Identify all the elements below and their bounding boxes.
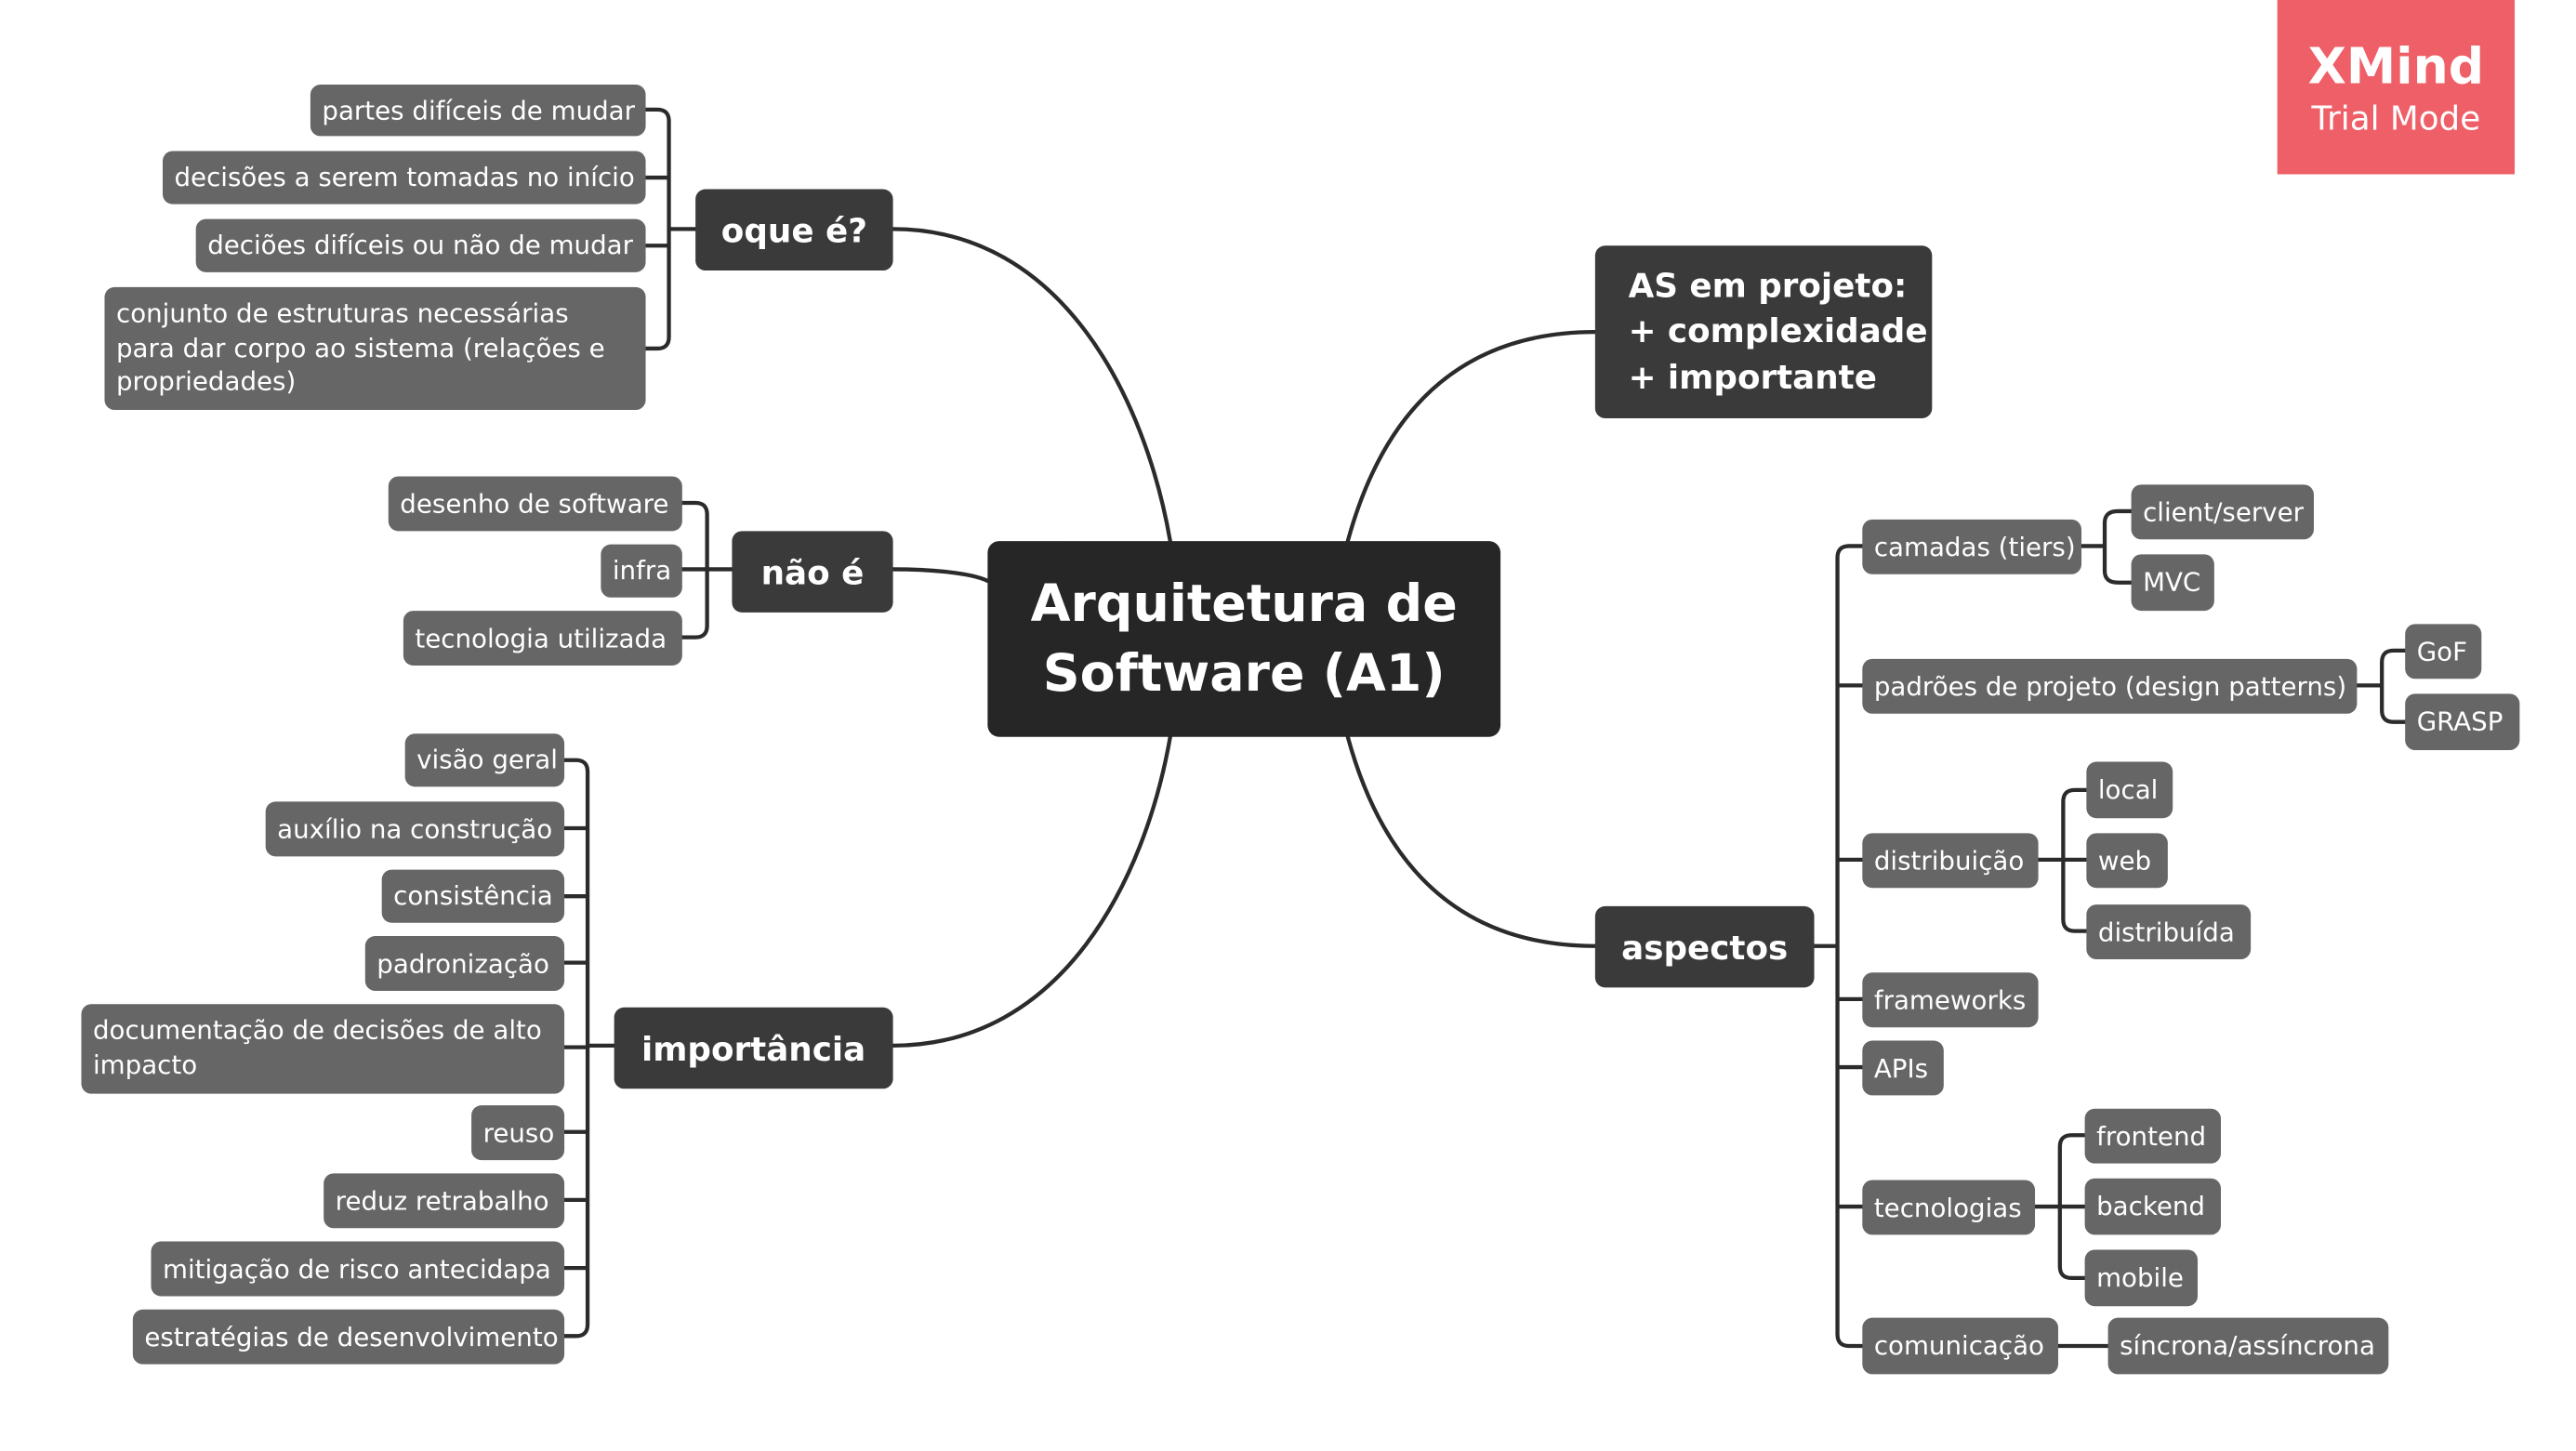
leaf-frameworks[interactable]: frameworks: [1862, 972, 2039, 1028]
connector-aspectos: [1345, 734, 1598, 948]
central-topic[interactable]: Arquitetura de Software (A1): [987, 541, 1501, 737]
leaf-reuso[interactable]: reuso: [471, 1105, 565, 1161]
leaf-camadas-tiers[interactable]: camadas (tiers): [1862, 519, 2082, 574]
leaf-documentacao-decisoes[interactable]: documentação de decisões de alto impacto: [81, 1004, 565, 1094]
leaf-gof[interactable]: GoF: [2405, 624, 2482, 679]
leaf-mobile[interactable]: mobile: [2084, 1249, 2199, 1307]
leaf-distribuida[interactable]: distribuída: [2086, 904, 2252, 960]
leaf-padroes-projeto[interactable]: padrões de projeto (design patterns): [1862, 658, 2358, 714]
topic-as-em-projeto[interactable]: AS em projeto: + complexidade + importan…: [1594, 245, 1933, 418]
leaf-reduz-retrabalho[interactable]: reduz retrabalho: [324, 1173, 565, 1229]
leaf-desenho-software[interactable]: desenho de software: [388, 476, 682, 532]
connector-oque-e: [891, 227, 1172, 544]
bracket-nao-e: [680, 500, 734, 640]
leaf-estrategias-desenvolvimento[interactable]: estratégias de desenvolvimento: [132, 1309, 565, 1365]
leaf-conjunto-estruturas[interactable]: conjunto de estruturas necessárias para …: [104, 286, 646, 411]
topic-nao-e[interactable]: não é: [732, 531, 893, 613]
bracket-tecnologias: [2032, 1133, 2087, 1280]
connector-nao-e: [891, 567, 990, 584]
topic-importancia[interactable]: importância: [614, 1007, 893, 1089]
leaf-decisoes-inicio[interactable]: decisões a serem tomadas no início: [162, 151, 646, 204]
leaf-visao-geral[interactable]: visão geral: [404, 733, 565, 787]
leaf-sincrona-assincrona[interactable]: síncrona/assíncrona: [2107, 1317, 2389, 1375]
as-projeto-line-2: + complexidade: [1628, 310, 1928, 351]
leaf-apis[interactable]: APIs: [1862, 1040, 1944, 1096]
leaf-grasp[interactable]: GRASP: [2405, 693, 2520, 751]
leaf-web[interactable]: web: [2086, 833, 2168, 889]
topic-aspectos[interactable]: aspectos: [1594, 905, 1815, 988]
bracket-camadas: [2079, 508, 2133, 585]
bracket-aspectos: [1812, 544, 1865, 1349]
leaf-local[interactable]: local: [2086, 761, 2173, 819]
leaf-mvc[interactable]: MVC: [2131, 554, 2214, 612]
leaf-padronizacao[interactable]: padronização: [364, 936, 565, 991]
leaf-frontend[interactable]: frontend: [2084, 1108, 2221, 1164]
as-projeto-line-1: AS em projeto:: [1628, 265, 1908, 306]
connector-importancia: [891, 734, 1172, 1049]
leaf-auxilio-construcao[interactable]: auxílio na construção: [265, 801, 565, 857]
watermark-brand: XMind: [2307, 38, 2485, 97]
leaf-mitigacao-risco[interactable]: mitigação de risco antecidapa: [151, 1241, 565, 1297]
topic-oque-e[interactable]: oque é?: [695, 189, 893, 271]
leaf-backend[interactable]: backend: [2084, 1178, 2221, 1235]
central-line-2: Software (A1): [1042, 643, 1446, 705]
watermark-mode: Trial Mode: [2311, 98, 2481, 139]
leaf-tecnologias[interactable]: tecnologias: [1862, 1180, 2036, 1235]
leaf-comunicacao[interactable]: comunicação: [1862, 1317, 2059, 1375]
as-projeto-line-3: + importante: [1628, 356, 1877, 397]
leaf-client-server[interactable]: client/server: [2131, 484, 2314, 540]
leaf-infra[interactable]: infra: [601, 544, 682, 598]
leaf-consistencia[interactable]: consistência: [381, 869, 565, 923]
leaf-decioes-dificeis[interactable]: deciões difíceis ou não de mudar: [195, 218, 646, 272]
leaf-distribuicao[interactable]: distribuição: [1862, 833, 2039, 889]
bracket-importancia: [561, 758, 616, 1339]
central-line-1: Arquitetura de: [1030, 574, 1458, 635]
leaf-partes-dificeis[interactable]: partes difíceis de mudar: [310, 85, 646, 137]
connector-as-projeto: [1345, 329, 1598, 544]
bracket-distribuicao: [2036, 787, 2089, 933]
xmind-trial-watermark: XMind Trial Mode: [2277, 0, 2516, 175]
leaf-tecnologia-utilizada[interactable]: tecnologia utilizada: [403, 611, 682, 666]
bracket-padroes: [2355, 648, 2408, 724]
bracket-oque-e: [643, 107, 698, 351]
